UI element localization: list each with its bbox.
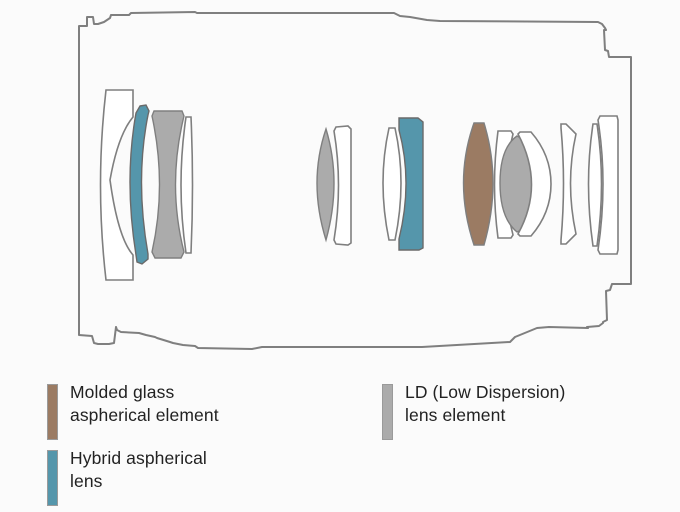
lens-element-14b-plain bbox=[597, 115, 619, 255]
lens-element-3-ld bbox=[151, 110, 185, 259]
lens-element-12-plain bbox=[517, 131, 552, 237]
legend-item-ld: LD (Low Dispersion) lens element bbox=[382, 381, 565, 440]
legend-swatch-molded-glass bbox=[47, 384, 58, 440]
legend-item-hybrid-aspherical: Hybrid aspherical lens bbox=[47, 447, 207, 506]
legend-swatch-hybrid-aspherical bbox=[47, 450, 58, 506]
lens-barrel-outline bbox=[78, 11, 632, 350]
lens-construction-diagram bbox=[78, 11, 632, 350]
lens-element-6-plain bbox=[333, 125, 352, 246]
lens-element-13-plain bbox=[560, 123, 577, 245]
legend-label-hybrid-aspherical: Hybrid aspherical lens bbox=[70, 448, 207, 491]
legend-label-ld: LD (Low Dispersion) lens element bbox=[405, 382, 566, 425]
lens-element-9-molded-glass bbox=[462, 122, 494, 246]
lens-element-14a-plain bbox=[587, 123, 603, 247]
lens-element-8-hybrid bbox=[398, 117, 424, 251]
lens-element-5-ld bbox=[316, 126, 335, 243]
legend-item-molded-glass: Molded glass aspherical element bbox=[47, 381, 219, 440]
lens-element-2-hybrid bbox=[129, 104, 150, 265]
lens-element-1-plain bbox=[99, 89, 134, 281]
lens-element-7-plain bbox=[382, 127, 402, 241]
lens-element-4-plain bbox=[180, 116, 194, 254]
legend-label-molded-glass: Molded glass aspherical element bbox=[70, 382, 219, 425]
legend-swatch-ld bbox=[382, 384, 393, 440]
